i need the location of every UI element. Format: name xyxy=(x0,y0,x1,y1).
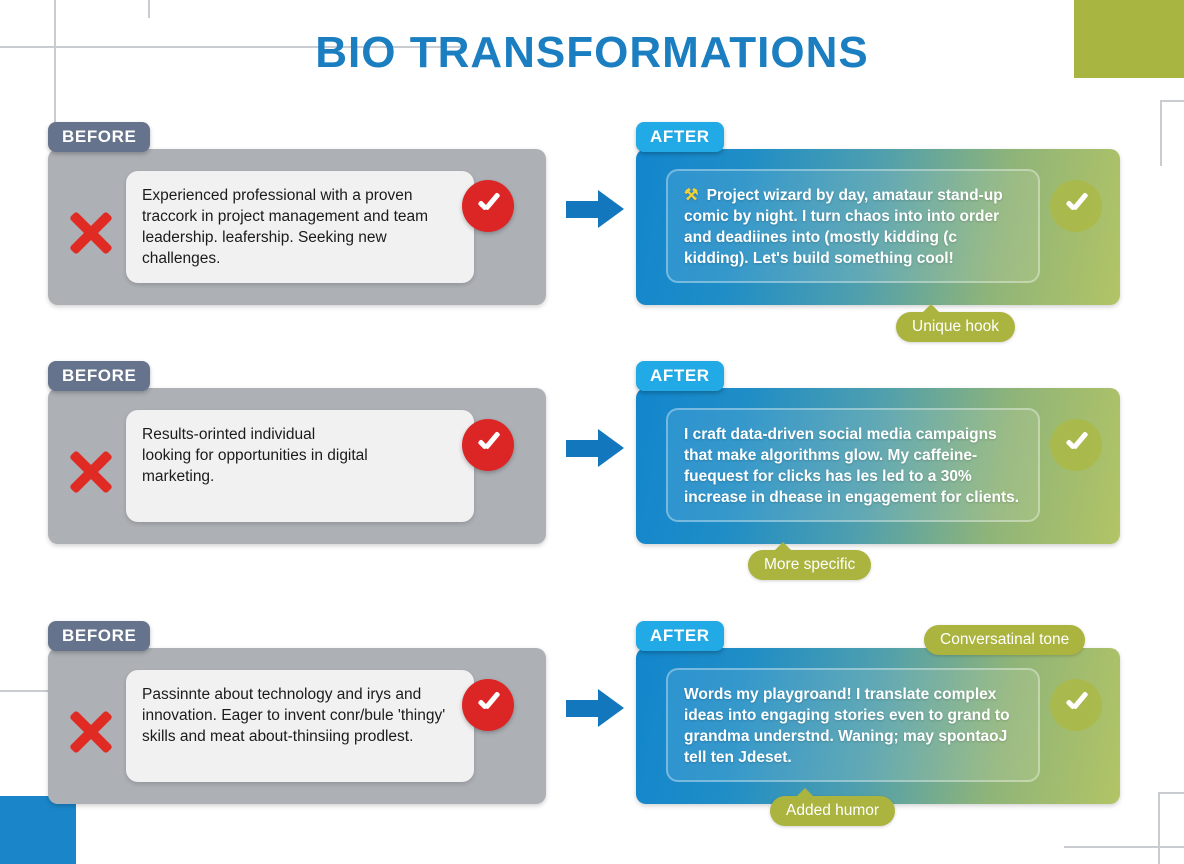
annotation-tag: Unique hook xyxy=(896,304,1016,342)
before-panel: Results-orinted individual looking for o… xyxy=(48,388,546,544)
annotation-tag-secondary: Conversatinal tone xyxy=(924,625,1086,655)
after-bio-bubble: ⚒ Project wizard by day, amataur stand-u… xyxy=(666,169,1040,283)
after-bio-bubble: Words my playgroand! I translate complex… xyxy=(666,668,1040,782)
red-x-icon xyxy=(62,205,118,261)
before-bio-bubble: Experienced professional with a proven t… xyxy=(126,171,474,283)
deco-line-top-left-vertical-short xyxy=(148,0,150,18)
after-bio-text: ⚒ Project wizard by day, amataur stand-u… xyxy=(684,187,1003,267)
red-check-circle-icon xyxy=(462,419,514,471)
transformation-row: BEFORE AFTER Experienced professional wi… xyxy=(0,122,1184,362)
deco-line-top-right-horizontal xyxy=(1160,100,1184,102)
before-label-tab: BEFORE xyxy=(48,361,151,391)
before-panel: Experienced professional with a proven t… xyxy=(48,149,546,305)
after-bio-text: I craft data-driven social media campaig… xyxy=(684,426,1020,506)
blue-right-arrow-icon xyxy=(566,190,624,228)
red-x-icon xyxy=(62,704,118,760)
before-bio-text: Passinnte about technology and irys and … xyxy=(142,686,446,745)
red-check-circle-icon xyxy=(462,679,514,731)
before-bio-text: Results-orinted individual looking for o… xyxy=(142,426,368,485)
after-bio-text: Words my playgroand! I translate complex… xyxy=(684,686,1010,766)
before-bio-bubble: Results-orinted individual looking for o… xyxy=(126,410,474,522)
olive-check-circle-icon xyxy=(1050,679,1102,731)
transformation-row: BEFORE AFTER Conversatinal tone Passinnt… xyxy=(0,621,1184,861)
page-title: BIO TRANSFORMATIONS xyxy=(315,28,869,77)
olive-check-circle-icon xyxy=(1050,180,1102,232)
after-panel: Words my playgroand! I translate complex… xyxy=(636,648,1120,804)
before-bio-text: Experienced professional with a proven t… xyxy=(142,187,429,267)
annotation-tag: Added humor xyxy=(770,788,896,826)
before-panel: Passinnte about technology and irys and … xyxy=(48,648,546,804)
transformation-row: BEFORE AFTER Results-orinted individual … xyxy=(0,361,1184,601)
crossed-tools-emoji: ⚒ xyxy=(684,187,699,204)
before-label-tab: BEFORE xyxy=(48,122,151,152)
after-bio-bubble: I craft data-driven social media campaig… xyxy=(666,408,1040,522)
annotation-tag: More specific xyxy=(748,542,872,580)
after-label-tab: AFTER xyxy=(636,621,724,651)
red-check-circle-icon xyxy=(462,180,514,232)
before-bio-bubble: Passinnte about technology and irys and … xyxy=(126,670,474,782)
olive-check-circle-icon xyxy=(1050,419,1102,471)
red-x-icon xyxy=(62,444,118,500)
before-label-tab: BEFORE xyxy=(48,621,151,651)
after-label-tab: AFTER xyxy=(636,122,724,152)
after-panel: ⚒ Project wizard by day, amataur stand-u… xyxy=(636,149,1120,305)
after-panel: I craft data-driven social media campaig… xyxy=(636,388,1120,544)
blue-right-arrow-icon xyxy=(566,689,624,727)
blue-right-arrow-icon xyxy=(566,429,624,467)
after-label-tab: AFTER xyxy=(636,361,724,391)
